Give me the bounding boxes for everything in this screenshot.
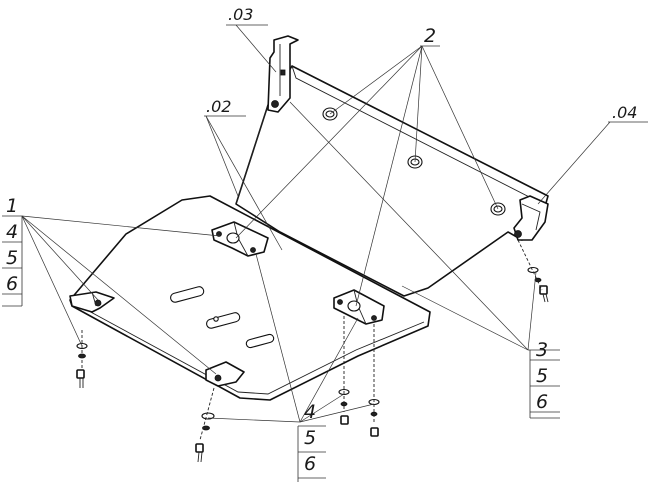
plate-bracket-left [211, 221, 269, 257]
callout-left-6: 6 [6, 273, 18, 295]
callout-part-04: .04 [612, 103, 637, 122]
callout-bottom-4: 4 [304, 401, 316, 423]
fastener-center-bottom [195, 387, 215, 463]
callout-part-02: .02 [206, 97, 231, 116]
callout-bottom-5: 5 [304, 427, 316, 449]
callout-left-1: 1 [6, 195, 18, 217]
callout-left-5: 5 [6, 247, 18, 269]
fastener-right-1 [338, 316, 350, 425]
callout-left-4: 4 [6, 221, 18, 243]
left-stack-boxes [2, 215, 23, 307]
front-center-tab [205, 361, 245, 387]
plate-slot-2 [206, 312, 241, 329]
callout-right-5: 5 [536, 365, 548, 387]
bottom-stack-boxes [297, 425, 326, 482]
fastener-left-bottom [76, 330, 88, 388]
fastener-rear-right [517, 239, 549, 303]
right-stack-boxes [529, 350, 560, 419]
callout-item-2: 2 [424, 25, 436, 47]
fastener-right-2 [368, 324, 380, 437]
plate-slot-1 [170, 286, 205, 303]
leader-lines [21, 24, 648, 423]
callout-part-03: .03 [228, 5, 253, 24]
plate-bracket-right [333, 289, 385, 325]
callout-right-3: 3 [536, 339, 548, 361]
main-bottom-plate [69, 195, 431, 401]
right-bracket [513, 195, 549, 241]
callout-bottom-6: 6 [304, 453, 316, 475]
plate-slot-3 [245, 333, 275, 349]
upper-bracket [267, 35, 299, 113]
callout-right-6: 6 [536, 391, 548, 413]
front-left-tab [69, 291, 115, 313]
